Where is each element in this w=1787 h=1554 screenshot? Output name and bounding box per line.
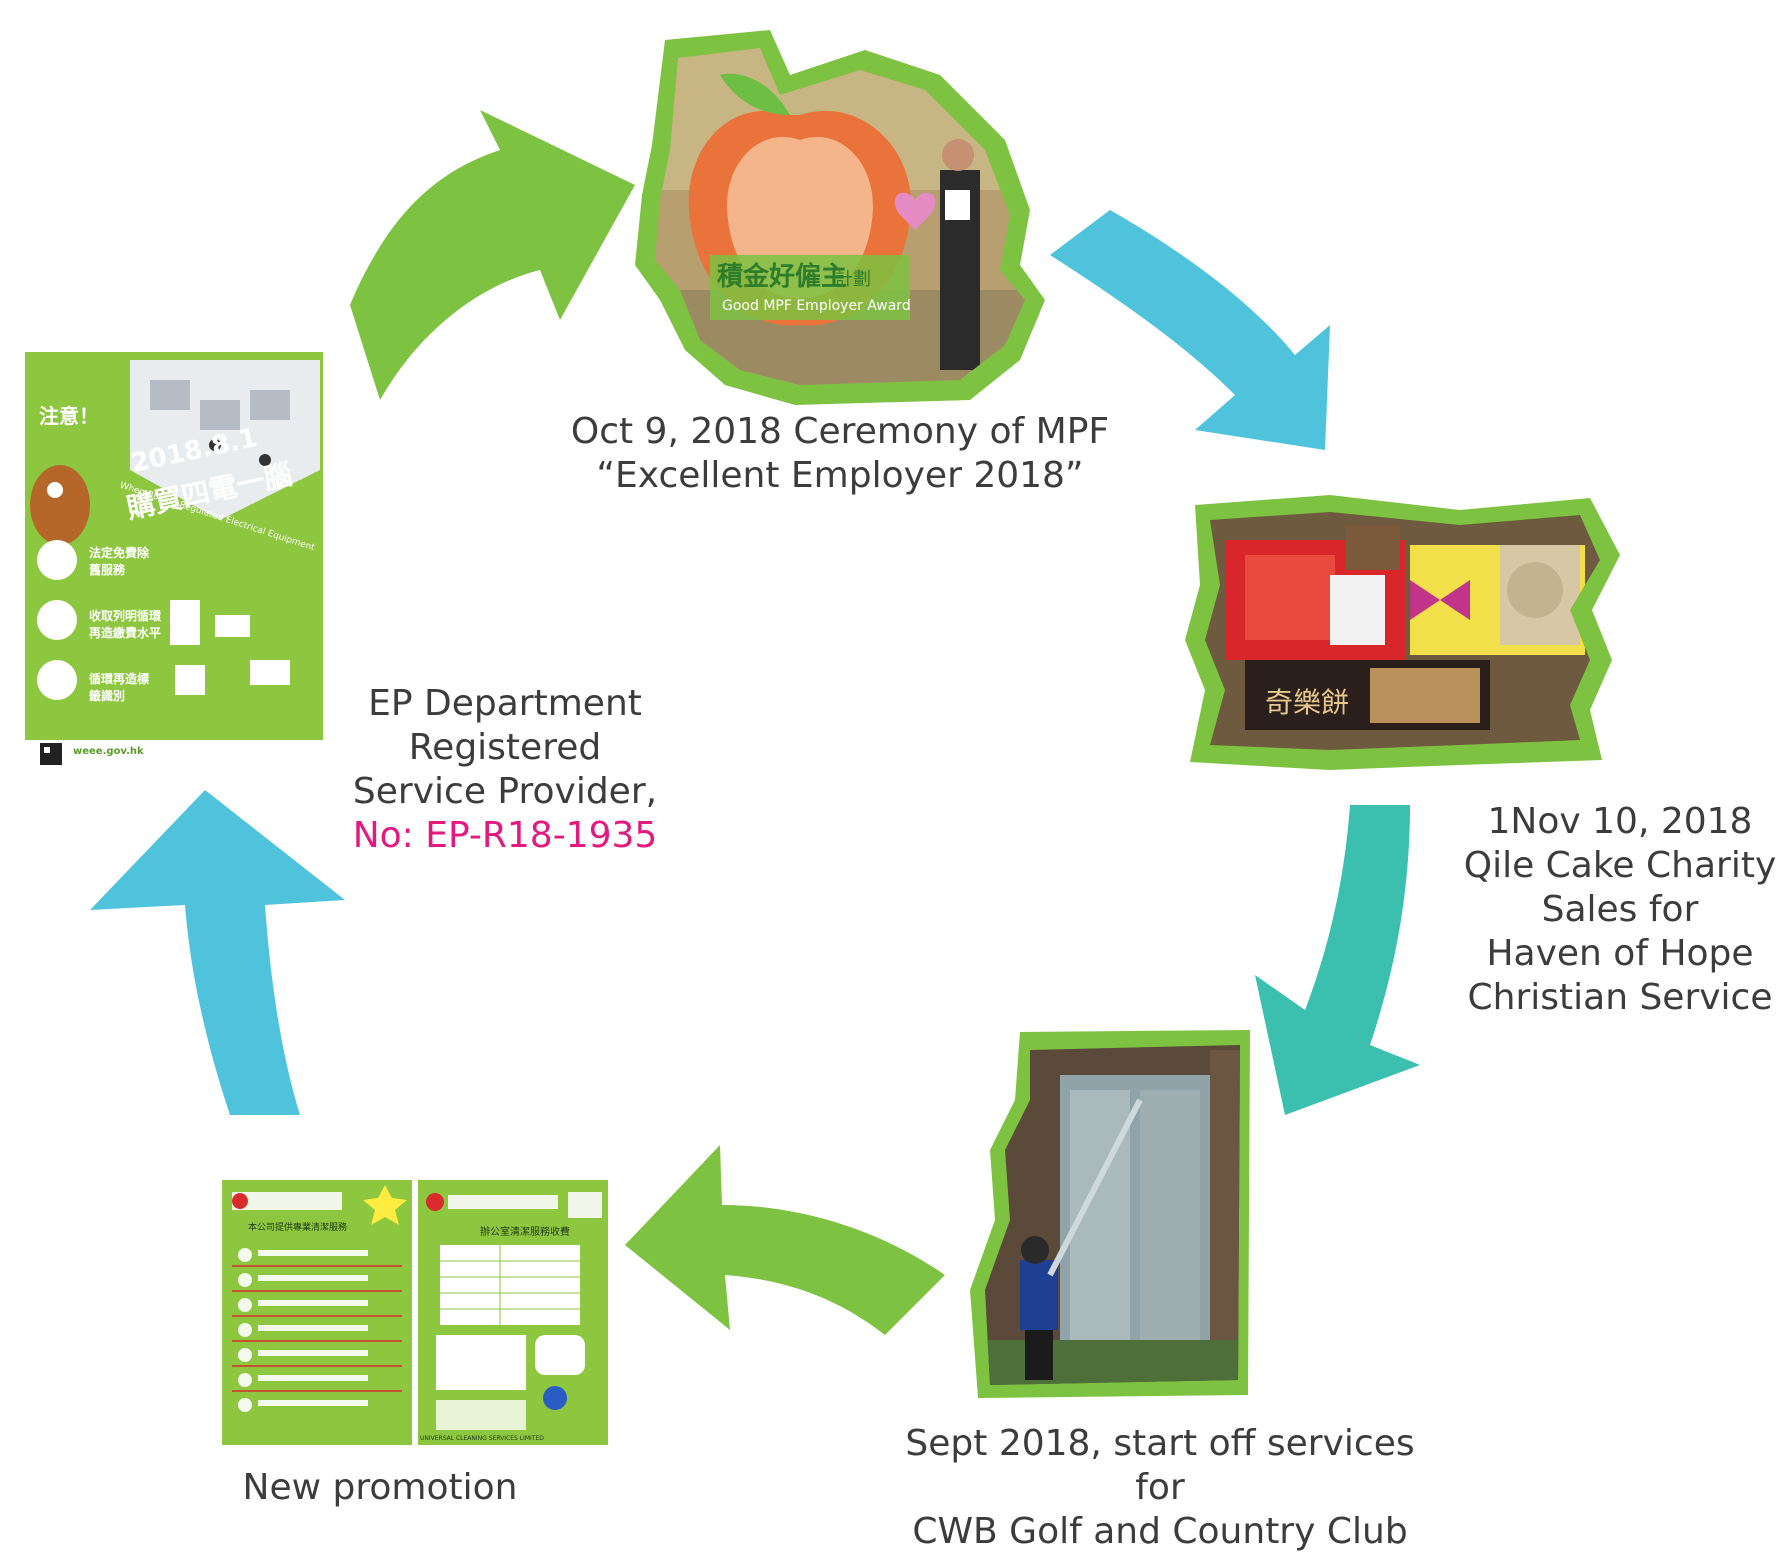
charity-caption: 1Nov 10, 2018 Qile Cake Charity Sales fo… [1460,800,1780,1020]
flyer-right-title: 辦公室清潔服務收費 [480,1225,570,1238]
poster-item3: 循環再造標籤識別 [89,672,150,703]
award-sign-plan: 計劃 [835,269,871,290]
ep-caption-line2: Registered [408,727,602,768]
poster-attention: 注意！ [39,404,99,428]
award-caption-line2: “Excellent Employer 2018” [596,455,1084,496]
arrow-charity-to-golf [1255,805,1420,1115]
charity-caption-line: Qile Cake Charity [1463,845,1777,886]
poster-item2: 收取列明循環再造繳費水平 [89,609,162,640]
arrow-award-to-charity [1050,210,1330,450]
charity-caption-line: Christian Service [1467,977,1773,1018]
poster-item1: 法定免費除舊服務 [89,546,150,577]
ep-caption-line3: Service Provider, [352,771,658,812]
charity-caption-line: 1Nov 10, 2018 [1487,801,1753,842]
ep-poster-text: 注意！ 2018.8.1 購買四電一腦 When Buying Regulate… [25,352,323,767]
arrow-ep-to-award [350,110,635,400]
golf-caption: Sept 2018, start off services for CWB Go… [880,1422,1440,1554]
ep-registration-number: No: EP-R18-1935 [352,815,658,856]
flyer-left-title: 本公司提供專業清潔服務 [248,1221,347,1233]
arrow-golf-to-promotion [625,1145,945,1335]
award-sign-chinese: 積金好僱主 [717,261,847,292]
ep-caption: EP Department Registered Service Provide… [340,682,670,858]
poster-url: weee.gov.hk [73,746,144,757]
charity-box-label: 奇樂餅 [1265,686,1349,719]
charity-caption-line: Haven of Hope [1486,933,1754,974]
arrow-promotion-to-ep [90,790,345,1115]
award-caption: Oct 9, 2018 Ceremony of MPF “Excellent E… [560,410,1120,498]
golf-caption-line2: CWB Golf and Country Club [912,1511,1408,1552]
ep-caption-line1: EP Department [368,683,642,724]
award-caption-line1: Oct 9, 2018 Ceremony of MPF [570,411,1110,452]
flyer-company: UNIVERSAL CLEANING SERVICES LIMITED [420,1435,544,1442]
golf-caption-line1: Sept 2018, start off services for [905,1423,1415,1508]
promotion-caption-text: New promotion [242,1467,518,1508]
award-sign-english: Good MPF Employer Award [722,298,911,314]
charity-caption-line: Sales for [1541,889,1699,930]
promotion-caption: New promotion [200,1466,560,1510]
